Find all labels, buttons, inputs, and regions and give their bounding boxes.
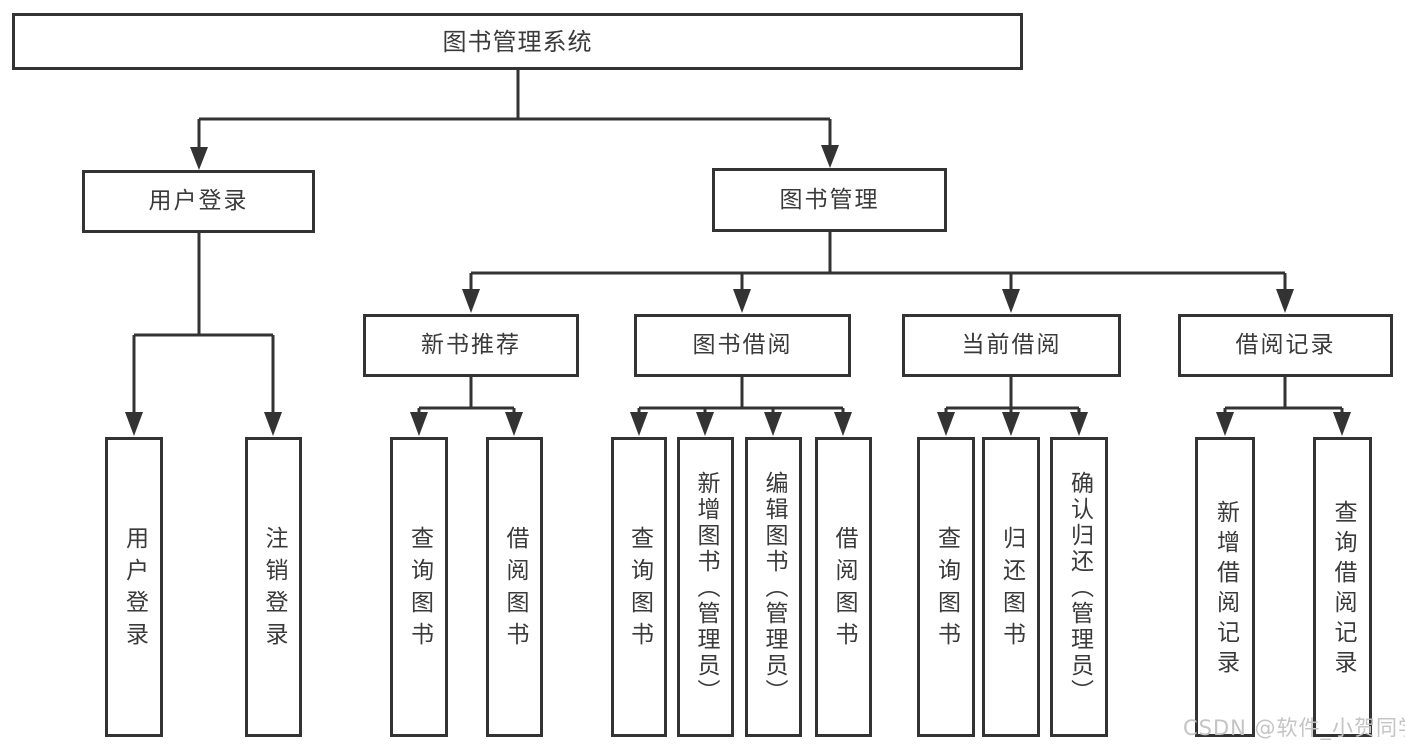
leaf-query-borrow-record: 查询借阅记录	[1313, 437, 1372, 737]
leaf-add-book-admin: 新增图书（管理员）	[677, 437, 734, 737]
leaf-confirm-return-admin: 确认归还（管理员）	[1050, 437, 1108, 737]
leaf-add-borrow-record: 新增借阅记录	[1195, 437, 1255, 737]
leaf-borrow-books-borrow: 借阅图书	[815, 437, 872, 737]
node-book-management: 图书管理	[712, 168, 947, 232]
leaf-query-books-borrow: 查询图书	[611, 437, 667, 737]
node-user-login: 用户登录	[82, 170, 315, 233]
leaf-return-book: 归还图书	[982, 437, 1040, 737]
node-borrowing-records: 借阅记录	[1178, 314, 1393, 377]
node-new-book-recommendation: 新书推荐	[363, 314, 579, 377]
node-current-borrowing: 当前借阅	[902, 314, 1121, 377]
watermark: CSDN @软件_小贺同学	[1183, 716, 1405, 740]
leaf-edit-book-admin: 编辑图书（管理员）	[745, 437, 802, 737]
node-library-management-system: 图书管理系统	[12, 13, 1023, 70]
leaf-query-books-current: 查询图书	[917, 437, 975, 737]
leaf-logout: 注销登录	[245, 437, 302, 737]
leaf-user-login: 用户登录	[105, 437, 163, 737]
leaf-borrow-books-recommend: 借阅图书	[486, 437, 543, 737]
leaf-query-books-recommend: 查询图书	[390, 437, 448, 737]
node-book-borrowing: 图书借阅	[634, 314, 851, 377]
